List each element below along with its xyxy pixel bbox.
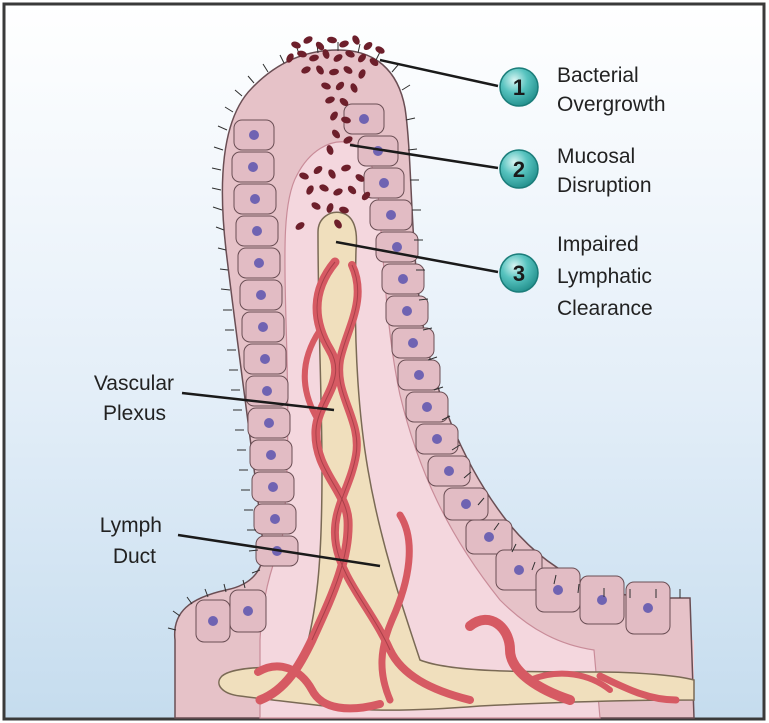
step-number-2: 2 — [513, 157, 525, 182]
step-badge-3: 3 — [500, 254, 538, 292]
step-number-3: 3 — [513, 261, 525, 286]
step-2-label-line-1: Mucosal — [557, 145, 635, 168]
step-3-label-line-1: Impaired — [557, 233, 639, 256]
step-3-label-line-3: Clearance — [557, 297, 653, 320]
step-number-1: 1 — [513, 75, 525, 100]
step-2-label-line-2: Disruption — [557, 174, 652, 197]
step-1-label-line-2: Overgrowth — [557, 93, 666, 116]
step-badge-2: 2 — [500, 150, 538, 188]
vascular-plexus-label-line-1: Vascular — [94, 372, 174, 395]
lymph-duct-label-line-1: Lymph — [100, 514, 162, 537]
step-badge-1: 1 — [500, 68, 538, 106]
lymph-duct-label-line-2: Duct — [113, 545, 156, 568]
step-1-label-line-1: Bacterial — [557, 64, 639, 87]
vascular-plexus-label-line-2: Plexus — [103, 402, 166, 425]
step-3-label-line-2: Lymphatic — [557, 265, 652, 288]
